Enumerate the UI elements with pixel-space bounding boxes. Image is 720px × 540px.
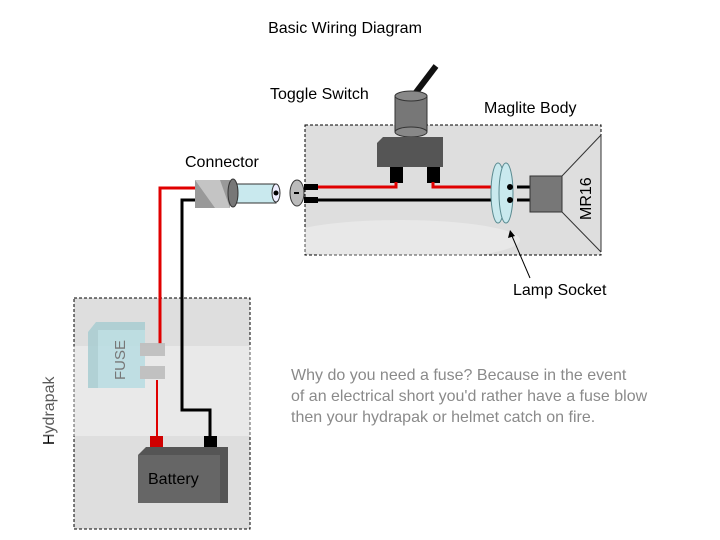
watermark-logo: [280, 220, 520, 260]
fuse: [88, 322, 165, 388]
maglite-body-label: Maglite Body: [484, 100, 577, 117]
lamp-socket-label: Lamp Socket: [513, 282, 607, 299]
note-line-2: of an electrical short you'd rather have…: [291, 388, 648, 405]
positive-wire-to-fuse: [158, 186, 195, 344]
lamp-socket-pointer: [511, 235, 531, 279]
mr16-lamp: [529, 134, 602, 253]
note-line-1: Why do you need a fuse? Because in the e…: [291, 367, 627, 384]
positive-wire-to-socket: [431, 182, 510, 189]
negative-wire-to-battery: [180, 198, 212, 438]
positive-wire-to-switch: [318, 182, 398, 189]
battery: [138, 436, 228, 503]
connector-label: Connector: [185, 154, 259, 171]
hydrapak-label: Hydrapak: [41, 376, 58, 445]
toggle-switch: [377, 64, 443, 183]
lamp-socket: [490, 162, 530, 224]
mr16-label: MR16: [578, 177, 595, 220]
battery-label: Battery: [148, 471, 199, 488]
toggle-switch-label: Toggle Switch: [270, 86, 369, 103]
arrow-head-icon: [508, 230, 515, 238]
fuse-label: FUSE: [112, 340, 129, 380]
diagram-title: Basic Wiring Diagram: [268, 20, 422, 37]
note-line-3: then your hydrapak or helmet catch on fi…: [291, 409, 595, 426]
connector: [195, 178, 318, 208]
